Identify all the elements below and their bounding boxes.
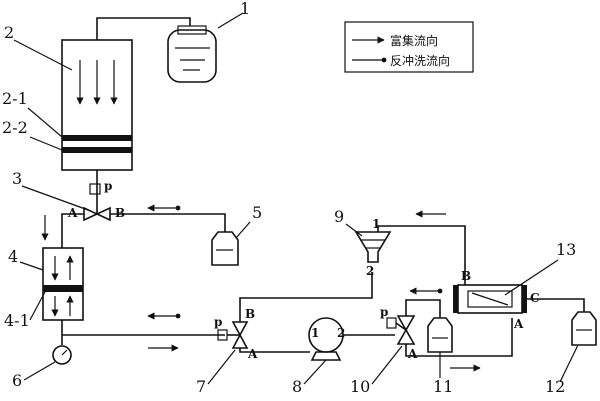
label-13: 13 [556, 240, 576, 259]
funnel-port-2: 2 [366, 264, 374, 278]
valve-10-port-p: p [380, 305, 388, 319]
valve-7-port-p: p [214, 315, 222, 329]
legend-backwash-text: 反冲洗流向 [390, 53, 450, 68]
valve-3-actuator [89, 183, 101, 195]
valve-10 [395, 315, 416, 345]
label-9: 9 [334, 207, 344, 226]
label-2: 2 [4, 23, 14, 42]
legend-enrich-text: 富集流向 [390, 33, 438, 48]
cartridge-4 [42, 247, 84, 321]
membrane-port-b: B [461, 269, 471, 283]
label-6: 6 [12, 371, 22, 390]
membrane-port-a: A [513, 317, 524, 331]
pump-port-1: 1 [311, 326, 319, 340]
valve-3-port-p: p [104, 179, 112, 193]
label-8: 8 [292, 377, 302, 396]
valve-7-port-b: B [245, 307, 255, 321]
label-7: 7 [196, 377, 206, 396]
label-2-1: 2-1 [2, 89, 28, 108]
feed-pipe [96, 17, 191, 40]
label-12: 12 [545, 377, 565, 396]
valve-10-actuator [386, 317, 397, 329]
label-3: 3 [12, 169, 22, 188]
valve-3-port-b: B [115, 206, 125, 220]
valve-7 [227, 321, 249, 349]
pressure-gauge-6 [52, 345, 72, 365]
enrichment-column [61, 39, 133, 171]
valve-7-port-a: A [247, 347, 258, 361]
valve-10-port-a: A [407, 347, 418, 361]
label-2-2: 2-2 [2, 118, 28, 137]
membrane-port-c: C [530, 291, 540, 305]
pump-port-2: 2 [337, 326, 345, 340]
bottle-12 [571, 311, 597, 346]
feed-bottle [167, 25, 217, 83]
funnel-port-1: 1 [372, 217, 380, 231]
membrane-module-13 [453, 284, 527, 314]
valve-3-port-a: A [67, 206, 78, 220]
waste-bottle-5 [211, 231, 239, 266]
bottle-11 [427, 317, 453, 353]
label-4-1: 4-1 [4, 311, 30, 330]
label-1: 1 [240, 0, 250, 18]
label-4: 4 [8, 247, 18, 266]
label-5: 5 [252, 203, 262, 222]
funnel-9 [354, 231, 392, 263]
legend: 富集流向 反冲洗流向 [344, 21, 474, 73]
label-10: 10 [350, 377, 370, 396]
label-11: 11 [433, 377, 453, 396]
